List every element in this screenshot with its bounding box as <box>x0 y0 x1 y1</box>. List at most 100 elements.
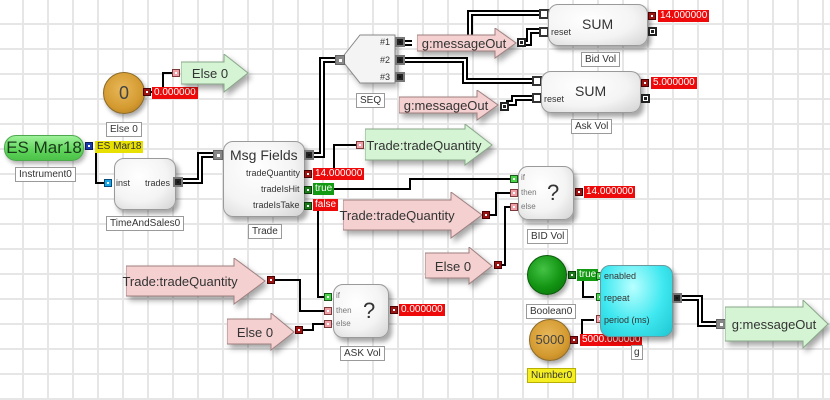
arrow-shape <box>724 298 829 350</box>
number-node[interactable]: 5000 <box>529 319 571 361</box>
sum-bid-secondary-port[interactable] <box>648 27 657 36</box>
message-out-arrow-2[interactable]: g:messageOut <box>398 89 499 121</box>
if-ask-else-label: else <box>336 319 351 328</box>
sum-ask-value: 5.000000 <box>651 77 697 89</box>
seq-output-port-3[interactable] <box>395 72 405 82</box>
if-ask-title: ? <box>363 298 376 323</box>
timer-caption: g <box>631 345 643 360</box>
seq-output-port-1[interactable] <box>395 37 405 47</box>
else0-arrow-bid[interactable]: Else 0 <box>424 245 493 286</box>
boolean-node[interactable] <box>527 255 567 295</box>
instrument-output-port[interactable] <box>85 142 93 150</box>
if-ask-else-port[interactable] <box>324 320 332 328</box>
wire-ask-then <box>272 279 326 312</box>
else0-arrow-ask-output-port[interactable] <box>295 326 303 334</box>
if-ask-node[interactable] <box>333 284 389 338</box>
sum-bid-output-port[interactable] <box>648 12 656 20</box>
trade-quantity-arrow-bid[interactable]: Trade:tradeQuantity <box>339 191 483 239</box>
instrument-display: ES Mar18 <box>6 138 82 157</box>
trade-quantity-arrow-bid-label: Trade:tradeQuantity <box>339 208 455 223</box>
arrow-shape <box>342 191 483 239</box>
sum-ask-node[interactable] <box>541 71 641 113</box>
msg-fields-tradeistake-port[interactable] <box>304 202 312 210</box>
sum-bid-title: SUM <box>582 16 614 32</box>
time-and-sales-trades-port[interactable] <box>173 177 183 187</box>
sum-ask-output-port[interactable] <box>641 79 649 87</box>
sum-bid-value: 14.000000 <box>658 10 710 22</box>
trade-quantity-arrow-bid-output-port[interactable] <box>482 211 490 219</box>
time-and-sales-node[interactable] <box>114 158 176 210</box>
trade-quantity-arrow-ask[interactable]: Trade:tradeQuantity <box>122 257 266 305</box>
if-ask-if-label: if <box>336 291 340 300</box>
else0-arrow-bid-label: Else 0 <box>434 258 472 274</box>
instrument-value: ES Mar18 <box>95 141 144 153</box>
message-out-arrow-1-output-port[interactable] <box>517 38 526 47</box>
if-bid-node[interactable] <box>518 166 574 220</box>
else0-constant-output-port[interactable] <box>143 88 151 96</box>
boolean-output-port[interactable] <box>568 271 576 279</box>
else0-arrow-ask[interactable]: Else 0 <box>226 311 295 352</box>
message-out-arrow-1[interactable]: g:messageOut <box>416 27 517 59</box>
msg-fields-caption: Trade <box>248 224 282 239</box>
seq-output-label-2: #2 <box>380 55 391 65</box>
timer-output-port[interactable] <box>672 293 682 303</box>
else0-constant-node[interactable]: 0 <box>103 72 145 114</box>
else0-arrow-top[interactable]: Else 0 <box>180 52 249 94</box>
arrow-shape <box>180 52 249 94</box>
message-out-arrow-1-label: g:messageOut <box>421 36 507 51</box>
if-bid-else-port[interactable] <box>510 203 518 211</box>
sum-bid-reset-label: reset <box>551 27 572 37</box>
number-output-port[interactable] <box>570 336 578 344</box>
if-ask-output-port[interactable] <box>390 306 398 314</box>
message-out-arrow-final[interactable]: g:messageOut <box>724 298 829 350</box>
wire-ask-else <box>299 323 326 331</box>
seq-caption: SEQ <box>356 93 386 108</box>
message-out-arrow-final-label: g:messageOut <box>731 317 817 332</box>
if-ask-if-port[interactable] <box>324 293 332 301</box>
msg-fields-tradequantity-port[interactable] <box>304 170 312 178</box>
if-bid-title: ? <box>547 180 560 205</box>
sum-ask-secondary-port[interactable] <box>641 94 650 103</box>
wire-bid-else <box>500 206 512 266</box>
if-ask-caption: ASK Vol <box>340 346 385 361</box>
seq-input-port[interactable] <box>335 55 345 65</box>
timer-node[interactable] <box>600 265 673 337</box>
if-bid-if-port[interactable] <box>510 175 518 183</box>
arrow-shape <box>398 89 499 121</box>
msg-fields-output-port[interactable] <box>304 150 314 160</box>
sum-ask-caption: Ask Vol <box>571 119 613 134</box>
if-ask-then-label: then <box>336 306 352 315</box>
if-bid-then-port[interactable] <box>510 189 518 197</box>
else0-arrow-bid-output-port[interactable] <box>494 261 502 269</box>
msg-fields-tradequantity-value: 14.000000 <box>313 168 365 180</box>
trade-quantity-arrow-ask-output-port[interactable] <box>267 276 275 284</box>
else0-constant-caption: Else 0 <box>106 122 142 137</box>
seq-output-port-2[interactable] <box>395 55 405 65</box>
msg-fields-input-port[interactable] <box>213 150 223 160</box>
msg-fields-node[interactable] <box>223 141 305 217</box>
arrow-shape <box>125 257 266 305</box>
sum-bid-node[interactable] <box>548 4 648 46</box>
if-bid-if-label: if <box>521 173 525 182</box>
msg-fields-field-tradequantity: tradeQuantity <box>246 168 301 178</box>
number-value: 5000.000000 <box>580 334 643 346</box>
time-and-sales-inst-label: inst <box>116 178 131 188</box>
arrow-shape <box>424 245 493 286</box>
timer-enabled-label: enabled <box>604 271 637 281</box>
arrow-shape <box>364 122 493 166</box>
arrow-shape <box>416 27 517 59</box>
number-caption: Number0 <box>527 368 577 383</box>
message-out-arrow-2-output-port[interactable] <box>500 102 509 111</box>
seq-output-label-1: #1 <box>380 37 391 47</box>
else0-arrow-top-label: Else 0 <box>191 66 229 81</box>
trade-quantity-green-arrow[interactable]: Trade:tradeQuantity <box>364 122 493 166</box>
instrument-node[interactable]: ES Mar18 <box>4 135 84 161</box>
if-ask-then-port[interactable] <box>324 307 332 315</box>
msg-fields-tradeishit-port[interactable] <box>304 186 312 194</box>
msg-fields-field-tradeistake: tradeIsTake <box>253 200 300 210</box>
time-and-sales-inst-port[interactable] <box>104 179 112 187</box>
if-bid-output-port[interactable] <box>575 188 583 196</box>
else0-arrow-ask-label: Else 0 <box>236 324 274 340</box>
trade-qty-green-arrow-input-port[interactable] <box>356 141 364 149</box>
else0-arrow-top-input-port[interactable] <box>172 69 180 77</box>
